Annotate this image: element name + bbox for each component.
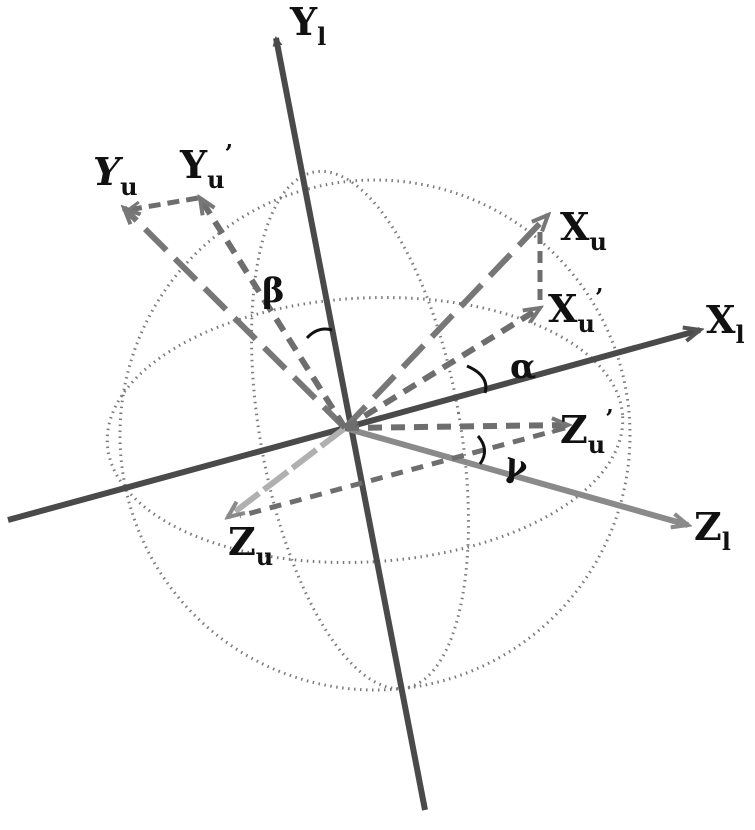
- sphere-equator: [105, 295, 625, 565]
- sphere-outline: [118, 178, 632, 692]
- z-u-axis: [228, 425, 347, 517]
- x-u-axis: [342, 215, 548, 431]
- x-l-axis-back: [7, 425, 346, 523]
- label-y-u-prime: Yu’: [179, 139, 233, 194]
- angle-arc-alpha: [466, 364, 488, 394]
- label-z-l: Zl: [694, 504, 731, 556]
- y-u-prime-axis: [200, 198, 348, 430]
- x-u-prime-axis: [343, 308, 540, 431]
- z-connector: [239, 425, 566, 519]
- sphere-meridian: [250, 169, 470, 691]
- angle-arc-beta: [305, 327, 333, 340]
- x-l-axis: [344, 330, 700, 431]
- label-x-l: Xl: [706, 297, 745, 349]
- z-u-prime-axis: [344, 425, 568, 428]
- label-z-u-prime: Zu’: [560, 404, 614, 459]
- label-y-u: Yu: [93, 149, 138, 201]
- angle-arc-gamma: [476, 435, 486, 465]
- y-u-axis: [124, 208, 348, 431]
- angle-label-alpha: α: [510, 347, 536, 387]
- label-x-u-prime: Xu’: [548, 283, 603, 338]
- y-connector: [128, 195, 199, 210]
- label-z-u: Zu: [228, 519, 273, 571]
- dotted-sphere: [105, 169, 632, 692]
- label-y-l: Yl: [289, 0, 326, 51]
- z-l-axis: [344, 425, 688, 525]
- angle-label-beta: β: [262, 271, 285, 311]
- label-x-u: Xu: [560, 204, 607, 256]
